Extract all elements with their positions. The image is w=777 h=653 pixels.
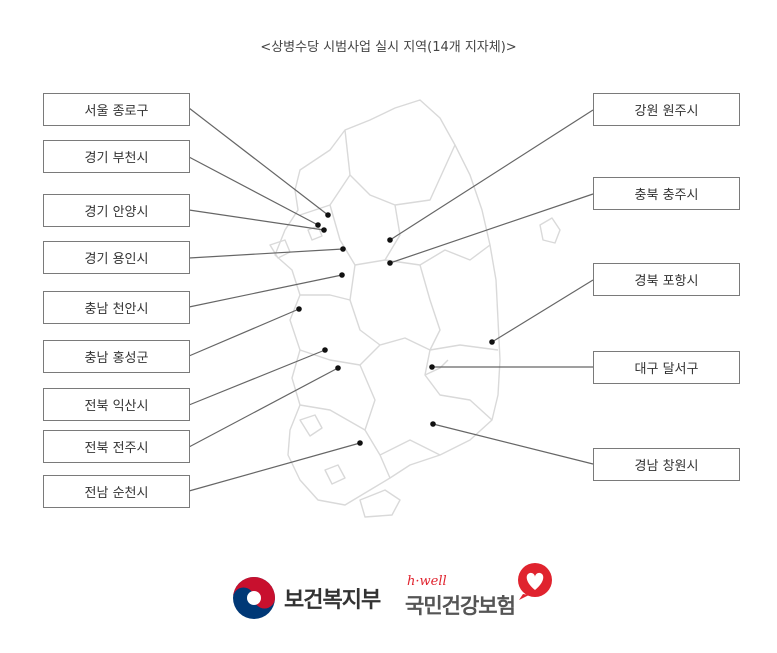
- nhis-name: 국민건강보험: [405, 594, 516, 618]
- marker-gyeonggi-yongin: [340, 246, 346, 252]
- map-outline: [274, 99, 501, 506]
- marker-gyeongnam-changwon: [430, 421, 436, 427]
- island-outlines: [269, 217, 561, 518]
- leader-line-chungnam-cheonan: [188, 274, 343, 308]
- marker-jeonbuk-iksan: [322, 347, 328, 353]
- leader-line-gyeonggi-yongin: [188, 248, 344, 259]
- region-box-chungnam-cheonan: 충남 천안시: [43, 291, 190, 324]
- region-box-gyeongbuk-pohang: 경북 포항시: [593, 263, 740, 296]
- mohw-logo: 보건복지부: [232, 574, 381, 622]
- leader-line-jeonbuk-jeonju: [188, 367, 339, 448]
- nhis-brand: h·well: [407, 574, 447, 589]
- leader-line-gyeonggi-bucheon: [188, 156, 319, 226]
- marker-jeonbuk-jeonju: [335, 365, 341, 371]
- region-box-gyeongnam-changwon: 경남 창원시: [593, 448, 740, 481]
- region-box-gyeonggi-bucheon: 경기 부천시: [43, 140, 190, 173]
- region-box-gangwon-wonju: 강원 원주시: [593, 93, 740, 126]
- leader-line-gyeongnam-changwon: [432, 423, 594, 465]
- location-markers: [296, 212, 495, 446]
- marker-chungbuk-chungju: [387, 260, 393, 266]
- region-box-jeonbuk-jeonju: 전북 전주시: [43, 430, 190, 463]
- diagram-title: <상병수당 시범사업 실시 지역(14개 지자체)>: [260, 40, 517, 55]
- region-box-seoul-jongno: 서울 종로구: [43, 93, 190, 126]
- taegeuk-icon: [233, 577, 275, 619]
- region-box-gyeonggi-yongin: 경기 용인시: [43, 241, 190, 274]
- leader-line-gyeongbuk-pohang: [491, 279, 594, 343]
- marker-gyeongbuk-pohang: [489, 339, 495, 345]
- nhis-logo: h·well 국민건강보험: [405, 562, 555, 622]
- region-box-jeonbuk-iksan: 전북 익산시: [43, 388, 190, 421]
- marker-gangwon-wonju: [387, 237, 393, 243]
- region-box-chungbuk-chungju: 충북 충주시: [593, 177, 740, 210]
- leader-line-gyeonggi-anyang: [188, 209, 325, 231]
- leader-line-jeonnam-suncheon: [188, 442, 361, 492]
- leader-line-chungbuk-chungju: [389, 193, 594, 264]
- leader-line-gangwon-wonju: [389, 109, 594, 241]
- marker-daegu-dalseo: [429, 364, 435, 370]
- marker-chungnam-hongseong: [296, 306, 302, 312]
- logo-bar: 보건복지부 h·well 국민건강보험: [0, 560, 777, 630]
- leader-line-jeonbuk-iksan: [188, 349, 326, 406]
- leader-line-seoul-jongno: [188, 107, 329, 216]
- heart-icon: [518, 563, 552, 600]
- marker-chungnam-cheonan: [339, 272, 345, 278]
- region-box-gyeonggi-anyang: 경기 안양시: [43, 194, 190, 227]
- region-box-chungnam-hongseong: 충남 홍성군: [43, 340, 190, 373]
- marker-gyeonggi-bucheon: [315, 222, 321, 228]
- marker-seoul-jongno: [325, 212, 331, 218]
- leader-lines: [188, 107, 594, 492]
- mohw-name: 보건복지부: [284, 588, 381, 613]
- marker-gyeonggi-anyang: [321, 227, 327, 233]
- region-box-daegu-dalseo: 대구 달서구: [593, 351, 740, 384]
- marker-jeonnam-suncheon: [357, 440, 363, 446]
- leader-line-chungnam-hongseong: [188, 308, 300, 357]
- region-box-jeonnam-suncheon: 전남 순천시: [43, 475, 190, 508]
